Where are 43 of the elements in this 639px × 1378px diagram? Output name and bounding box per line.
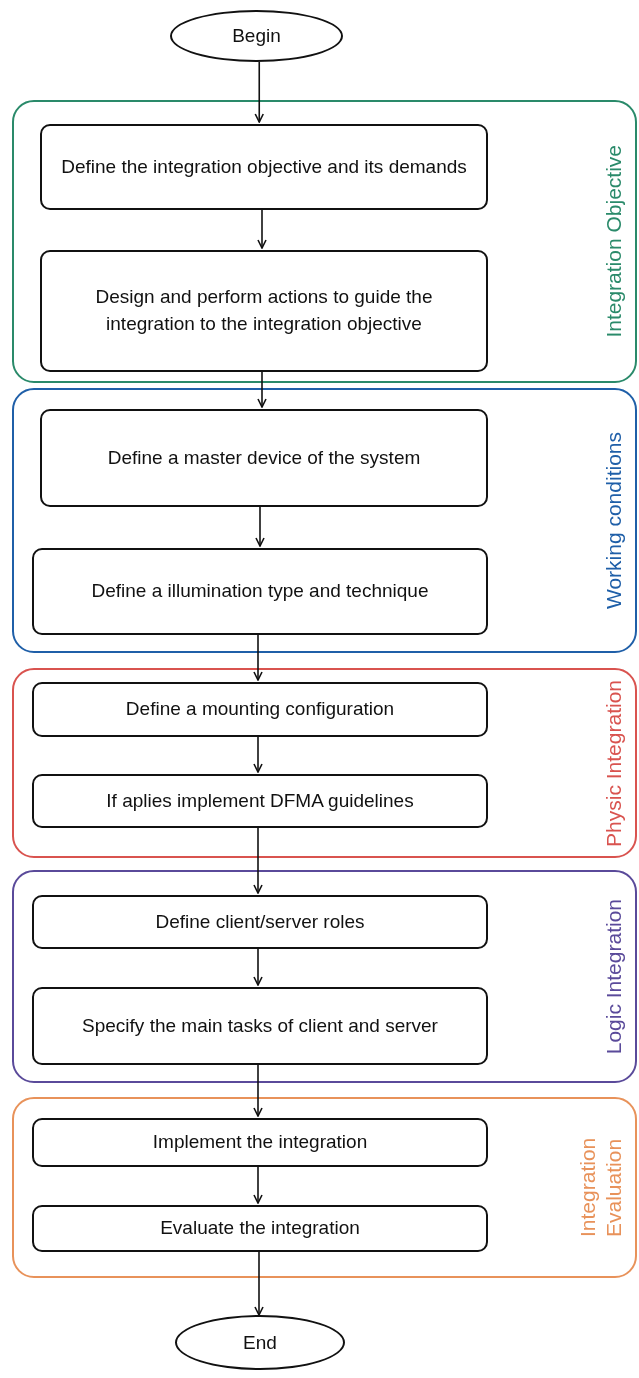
phase-group — [12, 870, 637, 1083]
arrow — [253, 946, 263, 986]
arrow — [253, 1062, 263, 1117]
phase-group — [12, 100, 637, 383]
step-text: Define a illumination type and technique — [91, 579, 429, 604]
process-box — [32, 548, 488, 635]
step-text: Define a mounting configuration — [125, 697, 395, 722]
arrow — [257, 369, 267, 408]
arrow — [253, 825, 263, 894]
step-text: If aplies implement DFMA guidelines — [106, 788, 414, 813]
step-text: End — [243, 1331, 277, 1354]
phase-label: Logic Integration — [600, 898, 626, 1055]
arrow — [254, 61, 265, 123]
process-box — [32, 682, 488, 737]
process-box — [32, 1205, 488, 1252]
phase-label: Physic Integration — [600, 679, 626, 847]
process-box — [40, 250, 488, 372]
step-text: Implement the integration — [152, 1130, 368, 1155]
phase-label: Working conditions — [600, 431, 626, 609]
arrow — [257, 207, 267, 249]
step-text: Define the integration objective and its demands — [61, 154, 467, 179]
arrow — [253, 632, 263, 681]
step-text: Specify the main tasks of client and server — [82, 1013, 438, 1038]
process-box — [40, 124, 488, 210]
arrow — [255, 504, 265, 547]
step-text: Define client/server roles — [155, 909, 365, 934]
process-box — [32, 987, 488, 1065]
process-box — [32, 895, 488, 949]
process-box — [32, 774, 488, 828]
step-text: Evaluate the integration — [160, 1216, 360, 1241]
phase-group — [12, 388, 637, 653]
process-box — [32, 1118, 488, 1167]
phase-group — [12, 668, 637, 858]
step-text: Design and perform actions to guide the integration to the integration objective — [94, 285, 434, 336]
step-text: Begin — [232, 25, 281, 47]
arrow — [253, 734, 263, 773]
phase-label: Integration Objective — [600, 145, 626, 338]
arrow — [253, 1164, 263, 1204]
arrow — [254, 1249, 264, 1316]
phase-group — [12, 1097, 637, 1278]
phase-label: Integration Evaluation — [574, 1136, 626, 1240]
process-box — [40, 409, 488, 507]
step-text: Define a master device of the system — [107, 445, 421, 470]
